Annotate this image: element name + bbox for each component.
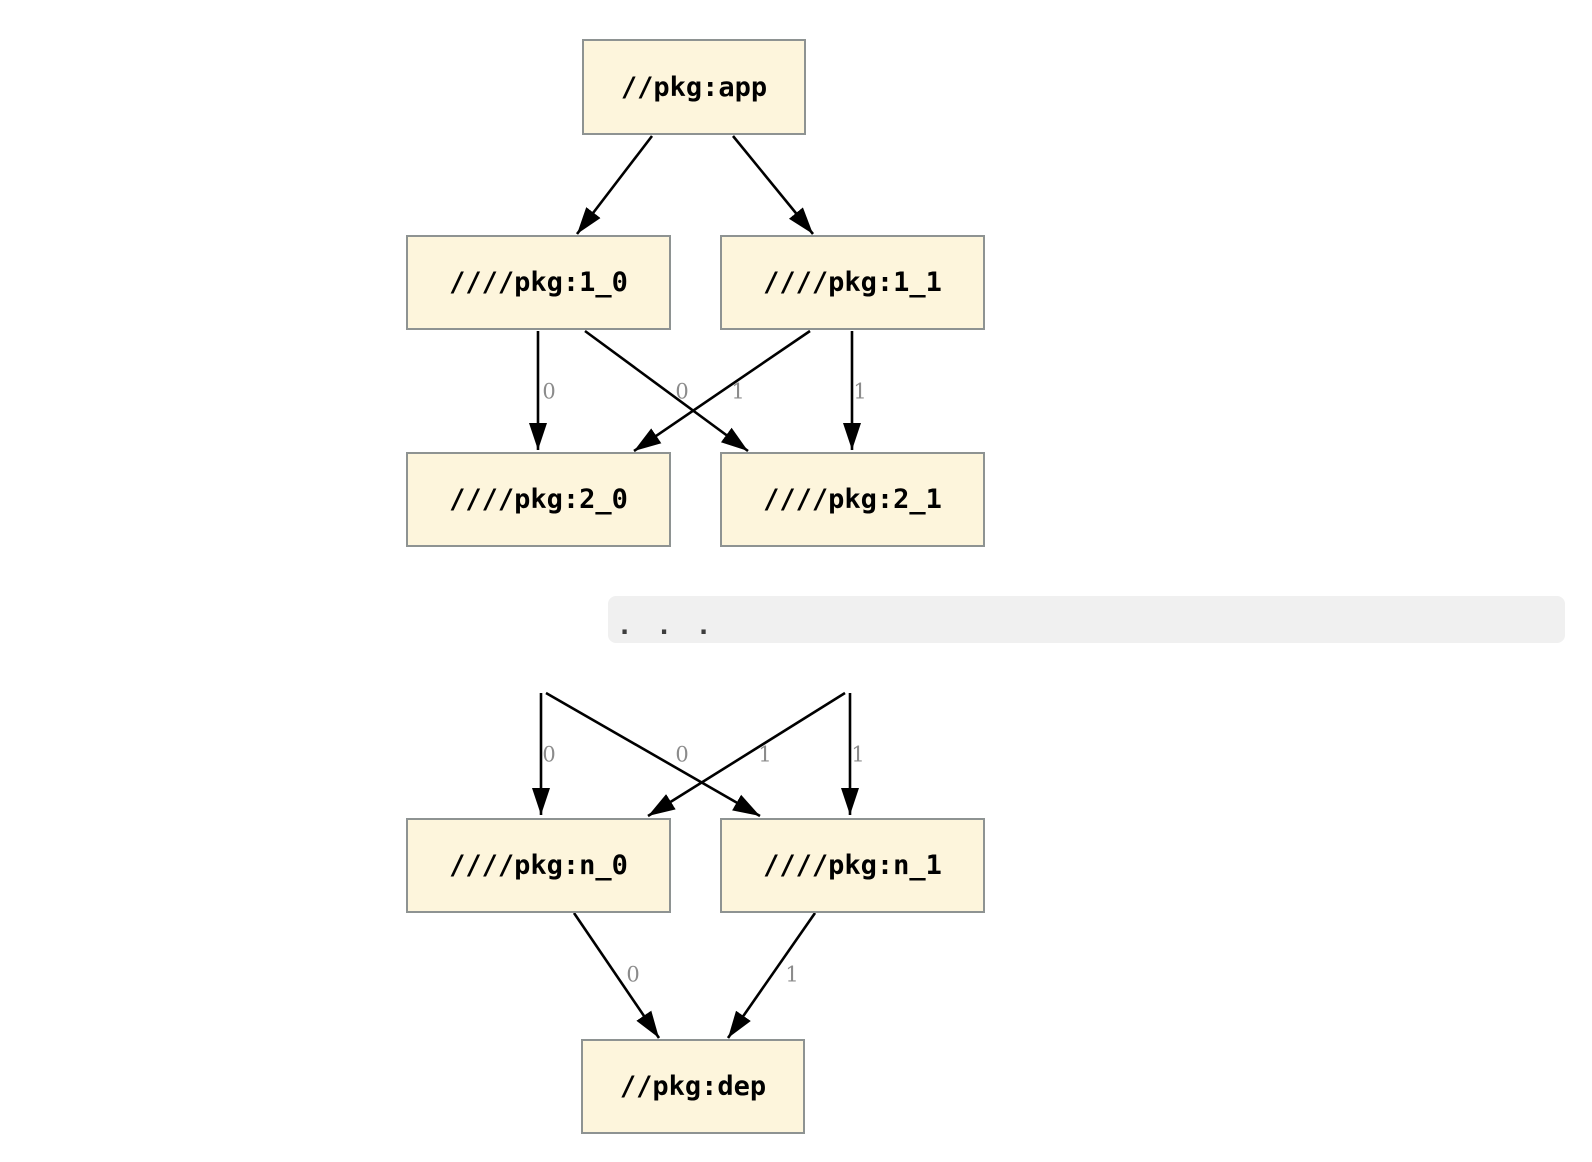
- node-pkg-dep: //pkg:dep: [581, 1039, 805, 1134]
- node-pkg-app: //pkg:app: [582, 39, 806, 135]
- node-pkg-2_1: ////pkg:2_1: [720, 452, 985, 547]
- node-label: ////pkg:1_1: [763, 267, 942, 298]
- edge-label: 1: [853, 379, 867, 404]
- node-label: ////pkg:n_0: [449, 850, 628, 881]
- edge-hidden-to-n_1-left: [545, 691, 761, 818]
- node-label: //pkg:app: [620, 71, 768, 103]
- node-pkg-n_0: ////pkg:n_0: [406, 818, 671, 913]
- node-label: ////pkg:2_0: [449, 484, 628, 515]
- node-label: ////pkg:n_1: [763, 850, 942, 881]
- node-pkg-1_0: ////pkg:1_0: [406, 235, 671, 330]
- ellipsis-band: . . .: [608, 596, 1565, 643]
- edge-app-to-1_0: [575, 135, 654, 235]
- edge-label: 1: [851, 742, 865, 767]
- edge-1_0-to-2_1: [584, 329, 749, 453]
- edge-1_1-to-2_0: [633, 329, 811, 453]
- edge-label: 1: [731, 379, 745, 404]
- node-pkg-n_1: ////pkg:n_1: [720, 818, 985, 913]
- edge-label: 1: [785, 962, 799, 987]
- node-pkg-1_1: ////pkg:1_1: [720, 235, 985, 330]
- node-label: //pkg:dep: [619, 1071, 767, 1102]
- edge-hidden-to-n_0-right: [647, 691, 846, 818]
- edge-label: 1: [758, 742, 772, 767]
- edge-app-to-1_1: [731, 135, 815, 235]
- edge-label: 0: [542, 379, 556, 404]
- edge-label: 0: [675, 742, 689, 767]
- edge-label: 0: [542, 742, 556, 767]
- node-label: ////pkg:1_0: [449, 267, 628, 298]
- edge-label: 0: [675, 379, 689, 404]
- edge-n_0-to-dep: [572, 912, 661, 1039]
- ellipsis-dots: . . .: [620, 612, 709, 641]
- edge-n_1-to-dep: [726, 912, 817, 1039]
- node-pkg-2_0: ////pkg:2_0: [406, 452, 671, 547]
- edge-label: 0: [626, 962, 640, 987]
- node-label: ////pkg:2_1: [763, 484, 942, 515]
